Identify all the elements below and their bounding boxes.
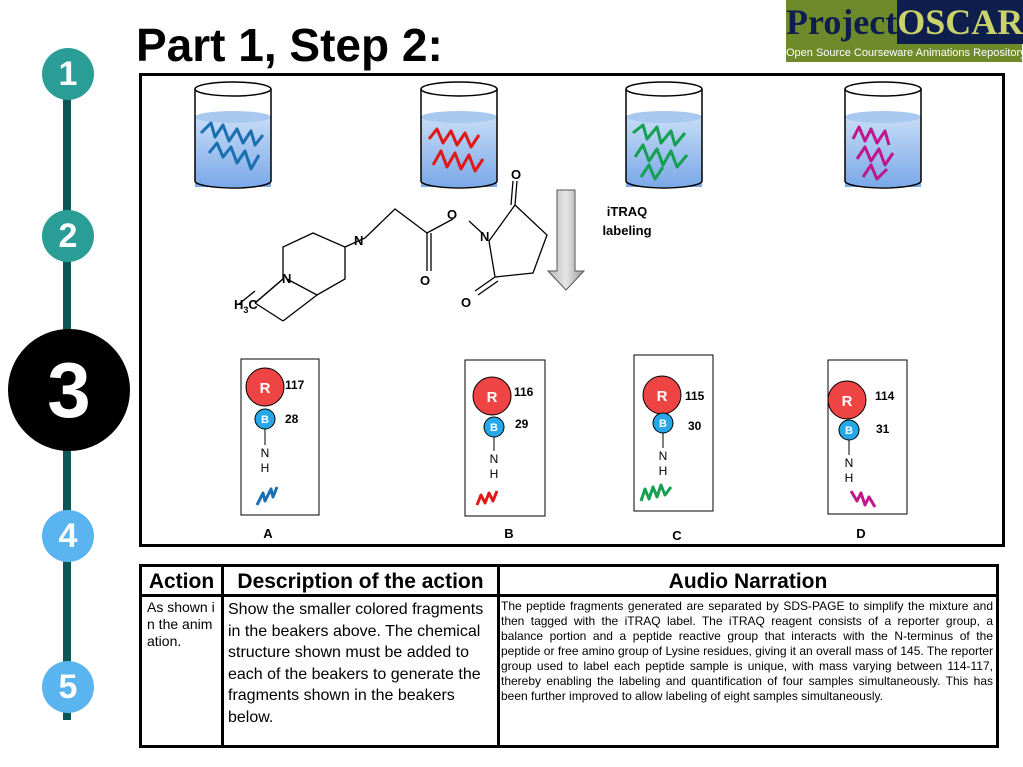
amine-h-b: H [490,467,499,481]
atom-o-bottom: O [461,295,471,310]
balance-mass-c: 30 [688,419,702,433]
project-oscar-logo[interactable]: Project OSCAR Open Source Courseware Ani… [786,0,1023,62]
reporter-group-a [245,367,285,407]
reporter-label-d: R [842,393,853,410]
balance-label-d: B [845,425,853,437]
reporter-group-d [827,380,867,420]
reporter-mass-c: 115 [685,389,705,403]
header-description: Description of the action [224,567,497,597]
amine-n-a: N [261,446,270,460]
itraq-tag-c: R 115 B 30 N H [633,354,714,512]
page-title: Part 1, Step 2: [136,19,443,71]
amine-n-d: N [845,456,854,470]
atom-n-succinimide: N [480,229,489,244]
beaker-a [194,81,272,189]
logo-tagline: Open Source Courseware Animations Reposi… [786,44,1023,62]
amine-h-c: H [659,464,668,478]
action-cell: As shown in the animation. [147,599,215,649]
reporter-mass-b: 116 [514,385,534,399]
itraq-tag-d: R 114 B 31 N H [827,359,908,515]
atom-n-piperazine-left: N [282,271,291,286]
balance-label-c: B [659,418,667,430]
beaker-b [420,81,498,189]
reporter-group-b [472,376,512,416]
table-divider-1 [221,567,224,745]
header-action: Action [142,567,221,597]
balance-mass-a: 28 [285,412,299,426]
arrow-label-itraq: iTRAQ [607,204,647,219]
atom-o-top: O [511,167,521,182]
sample-letter-c: C [672,528,682,543]
balance-label-b: B [490,422,498,434]
peptide-fragment-a [255,486,279,506]
sample-letter-d: D [856,526,865,541]
peptide-fragment-d [849,490,877,508]
logo-word-project: Project [786,0,898,44]
header-narration: Audio Narration [500,567,996,597]
itraq-tag-a: R 117 B 28 N H [240,358,320,516]
amine-n-b: N [490,452,499,466]
step-4-button[interactable]: 4 [42,510,94,562]
amine-h-d: H [845,471,854,485]
itraq-tag-b: R 116 B 29 N H [464,359,546,517]
step-2-label: 2 [58,217,78,255]
atom-o-carbonyl: O [420,273,430,288]
step-2-button[interactable]: 2 [42,210,94,262]
itraq-labeling-diagram: O O N N N O O H3C iTRAQ labeling R 117 B… [139,73,1005,547]
sample-letter-a: A [263,526,273,541]
peptide-squiggle-b [427,127,485,173]
step-3-label: 3 [47,346,91,434]
step-1-label: 1 [58,55,78,93]
itraq-reagent-structure [238,180,548,322]
balance-mass-b: 29 [515,417,529,431]
down-arrow-icon [546,189,586,291]
narration-cell: The peptide fragments generated are sepa… [501,599,993,703]
step-5-button[interactable]: 5 [42,661,94,713]
storyboard-table: Action Description of the action Audio N… [139,564,999,748]
reporter-label-c: R [657,388,668,405]
sample-letter-b: B [504,526,513,541]
logo-word-oscar: OSCAR [897,0,1023,44]
arrow-label-labeling: labeling [602,223,651,238]
reporter-mass-a: 117 [285,378,305,392]
balance-mass-d: 31 [876,422,890,436]
beaker-d [844,81,922,189]
table-divider-2 [497,567,500,745]
reporter-mass-d: 114 [875,389,895,403]
amine-h-a: H [261,461,270,475]
amine-n-c: N [659,449,668,463]
step-3-button-active[interactable]: 3 [8,329,130,451]
reporter-label-a: R [260,380,271,397]
peptide-fragment-b [475,490,499,506]
reporter-label-b: R [487,389,498,406]
description-cell: Show the smaller colored fragments in th… [228,601,484,726]
balance-label-a: B [261,414,269,426]
step-4-label: 4 [58,517,78,555]
atom-o-ester: O [447,207,457,222]
methyl-group-label: H3C [234,297,258,315]
atom-n-piperazine-top: N [354,233,363,248]
peptide-squiggle-a [199,121,265,171]
beaker-c [625,81,703,189]
peptide-fragment-c [639,483,673,502]
step-5-label: 5 [58,668,78,706]
peptide-squiggle-d [851,125,895,181]
step-1-button[interactable]: 1 [42,48,94,100]
peptide-squiggle-c [632,123,689,181]
